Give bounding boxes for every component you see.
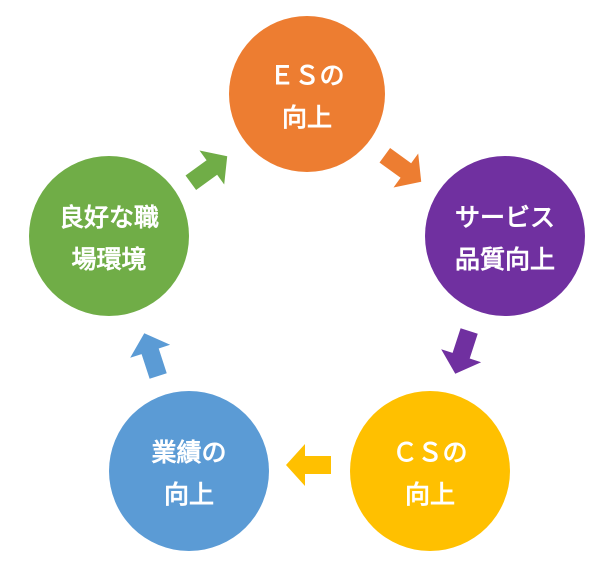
arrow-environment-to-es bbox=[185, 150, 228, 191]
node-es: ＥＳの 向上 bbox=[229, 16, 385, 172]
node-service-label-line1: サービス bbox=[455, 203, 555, 232]
arrow-cs-to-results bbox=[286, 444, 331, 486]
node-environment-label-line2: 場環境 bbox=[71, 245, 146, 274]
node-service-label-line2: 品質向上 bbox=[455, 245, 555, 274]
node-es-circle bbox=[229, 16, 385, 172]
node-cs-label-line2: 向上 bbox=[405, 480, 455, 509]
node-cs-label-line1: ＣＳの bbox=[392, 438, 467, 467]
node-environment-circle bbox=[29, 156, 189, 316]
node-environment: 良好な職 場環境 bbox=[29, 156, 189, 316]
node-results-circle bbox=[109, 391, 269, 551]
node-es-label-line2: 向上 bbox=[282, 103, 332, 132]
node-es-label-line1: ＥＳの bbox=[269, 61, 344, 90]
node-cs-circle bbox=[350, 391, 510, 551]
node-service: サービス 品質向上 bbox=[425, 156, 585, 316]
node-environment-label-line1: 良好な職 bbox=[59, 203, 159, 232]
node-results-label-line2: 向上 bbox=[164, 480, 214, 509]
arrow-service-to-cs bbox=[441, 328, 482, 374]
arrow-es-to-service bbox=[379, 147, 422, 188]
arrow-results-to-environment bbox=[130, 333, 171, 379]
node-cs: ＣＳの 向上 bbox=[350, 391, 510, 551]
node-results-label-line1: 業績の bbox=[151, 438, 226, 467]
node-service-circle bbox=[425, 156, 585, 316]
node-results: 業績の 向上 bbox=[109, 391, 269, 551]
